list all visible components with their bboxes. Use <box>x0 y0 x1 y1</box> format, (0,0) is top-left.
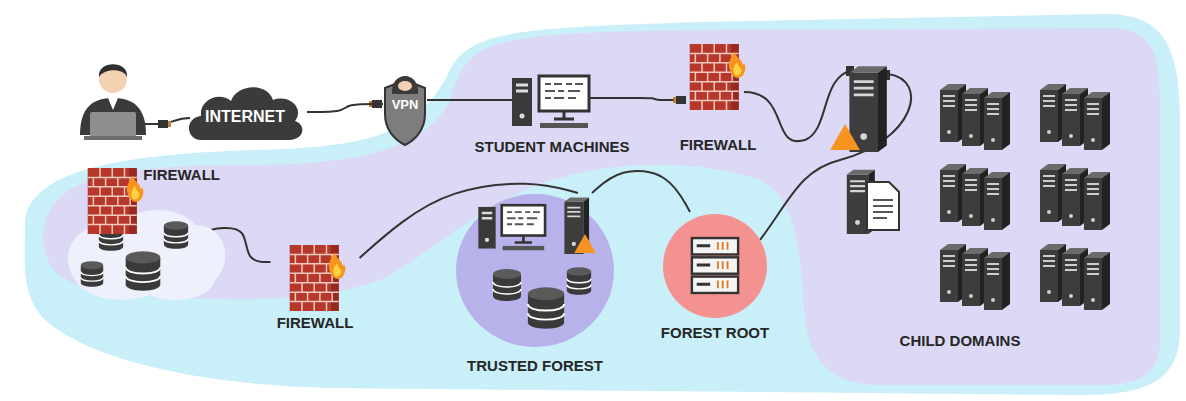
server-group-icon <box>1040 164 1110 230</box>
inner-network-region <box>43 28 1160 385</box>
server-group-icon <box>1040 244 1110 310</box>
warning-triangle <box>574 234 596 253</box>
shield-shape <box>385 80 425 145</box>
server-group-icon <box>1040 84 1110 150</box>
computer-icon <box>478 205 545 250</box>
server-group-icon <box>940 244 1010 310</box>
node-label: INTERNET <box>203 107 287 126</box>
child-domains: CHILD DOMAINS <box>880 80 1040 350</box>
database-icon <box>493 269 521 301</box>
firewall: FIREWALL <box>271 240 360 332</box>
cloud-shape <box>189 87 302 140</box>
warning-triangle <box>830 124 860 150</box>
network-cable <box>222 228 271 262</box>
database-icon <box>164 221 188 249</box>
student-machines: STUDENT MACHINES <box>468 66 636 156</box>
computer-icon <box>512 76 589 128</box>
node-label: FIREWALL <box>141 166 222 184</box>
node-label: FIREWALL <box>678 136 759 154</box>
node-label: STUDENT MACHINES <box>472 138 631 156</box>
network-cable <box>307 104 383 112</box>
firewall-icon <box>690 44 746 110</box>
server-tower-icon <box>849 66 886 152</box>
server-group-icon <box>940 84 1010 150</box>
server-group-icon <box>940 164 1010 230</box>
forest-ellipse <box>456 194 614 347</box>
firewall: FIREWALL <box>82 166 222 238</box>
node-label: TRUSTED FOREST <box>465 357 605 375</box>
network-cable <box>636 98 674 100</box>
vpn-figure <box>392 76 418 94</box>
user-icon <box>80 64 146 140</box>
network-cable <box>592 171 690 212</box>
cloud-node: INTERNET <box>183 78 307 144</box>
network-cable <box>427 99 468 101</box>
firewall: FIREWALL <box>674 42 763 154</box>
document-server-icon <box>847 170 899 234</box>
database-icon <box>567 267 591 295</box>
firewall-icon <box>88 168 144 234</box>
database-icon <box>528 287 564 328</box>
root-circle <box>663 214 767 318</box>
database-icon <box>81 261 103 287</box>
node-label: VPN <box>390 97 421 113</box>
server-rack-icon <box>692 238 738 293</box>
firewall-icon <box>290 245 346 311</box>
database-icon <box>126 251 161 291</box>
node-label: CHILD DOMAINS <box>898 332 1023 350</box>
outer-network-region <box>25 14 1180 395</box>
node-label: FOREST ROOT <box>659 324 771 342</box>
node-label: FIREWALL <box>275 314 356 332</box>
